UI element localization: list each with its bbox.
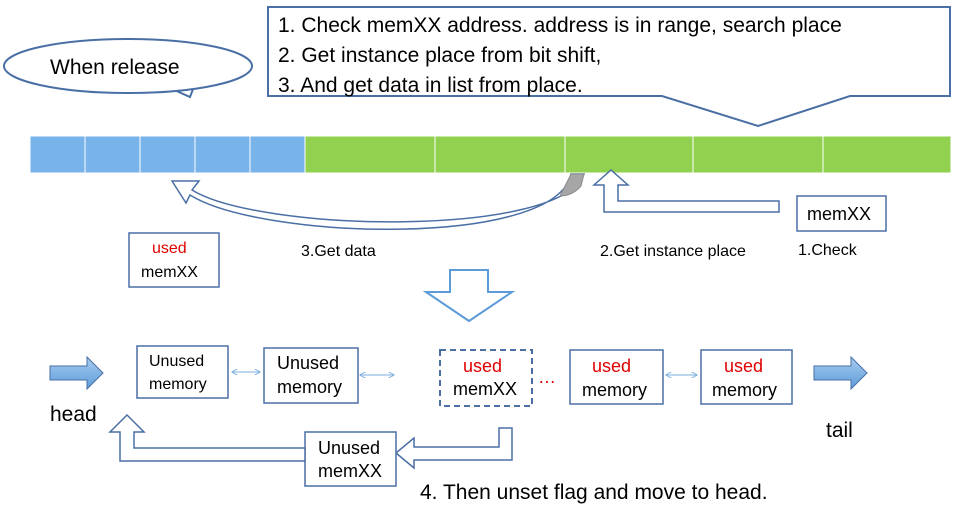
used-memxx-dashed-box: used memXX: [439, 349, 533, 407]
used-flag: used: [724, 356, 763, 376]
used-flag: used: [152, 240, 187, 257]
ellipsis: …: [538, 367, 556, 387]
get-instance-arrow: [592, 168, 780, 213]
strip-free-cell: [564, 135, 694, 174]
unused-memory-box-1: Unused memory: [136, 345, 229, 399]
step-then: 4. Then unset flag and move to head.: [420, 481, 768, 504]
step-check: 1.Check: [798, 242, 858, 259]
strip-used-cell: [139, 135, 196, 174]
memxx-check-box: memXX: [796, 195, 887, 232]
unused-line-1: Unused: [318, 438, 380, 458]
strip-free-cell: [822, 135, 952, 174]
used-name: memXX: [141, 264, 198, 281]
strip-used-cell: [29, 135, 86, 174]
speech-bubble: When release: [3, 38, 253, 99]
down-arrow: [422, 269, 516, 323]
step-get-data: 3.Get data: [301, 243, 376, 260]
tail-label: tail: [826, 419, 853, 442]
get-data-arrow: [170, 173, 586, 230]
move-down-arrow: [394, 427, 513, 470]
used-flag: used: [592, 356, 631, 376]
used-memory-box-1: used memory: [569, 349, 664, 405]
unused-line-1: Unused: [277, 353, 339, 373]
head-arrow: [49, 355, 104, 391]
strip-used-cell: [249, 135, 306, 174]
strip-free-cell: [304, 135, 436, 174]
callout-line-1: 1. Check memXX address. address is in ra…: [278, 14, 842, 37]
used-name: memXX: [453, 379, 517, 399]
unused-line-1: Unused: [149, 353, 204, 370]
callout-line-2: 2. Get instance place from bit shift,: [278, 44, 601, 67]
strip-free-cell: [692, 135, 824, 174]
callout-box: 1. Check memXX address. address is in ra…: [267, 6, 951, 128]
move-to-head-arrow: [108, 413, 306, 462]
used-name: memory: [582, 380, 647, 400]
tail-arrow: [813, 355, 868, 391]
step-get-instance: 2.Get instance place: [600, 243, 746, 260]
head-label: head: [50, 403, 97, 426]
used-flag: used: [463, 356, 502, 376]
unused-line-2: memory: [149, 376, 207, 393]
unused-line-2: memory: [277, 377, 342, 397]
strip-used-cell: [84, 135, 141, 174]
used-memxx-box: used memXX: [128, 232, 220, 288]
unused-memory-box-2: Unused memory: [263, 347, 359, 404]
memxx-check-label: memXX: [807, 204, 871, 224]
unused-memxx-box: Unused memXX: [304, 431, 397, 487]
unused-line-2: memXX: [318, 461, 382, 481]
used-name: memory: [712, 380, 777, 400]
bubble-text: When release: [50, 56, 180, 79]
strip-used-cell: [194, 135, 251, 174]
used-memory-box-2: used memory: [700, 349, 793, 405]
callout-line-3: 3. And get data in list from place.: [278, 74, 583, 97]
strip-free-cell: [434, 135, 566, 174]
memory-strip: [29, 135, 952, 174]
